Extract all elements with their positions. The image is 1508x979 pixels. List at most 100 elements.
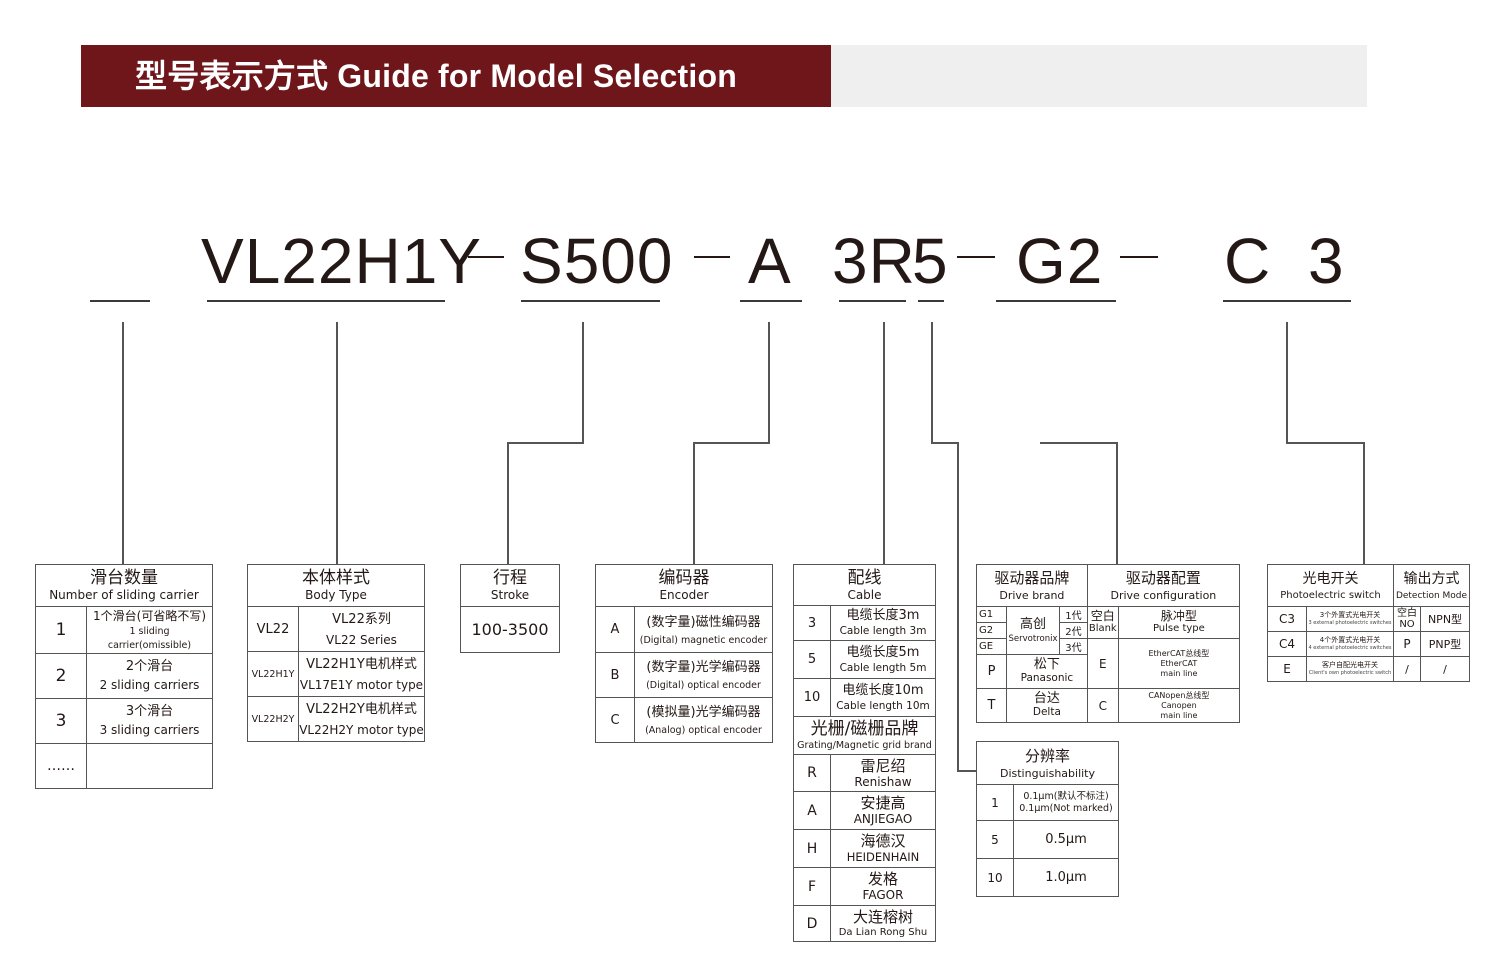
detection-mode-header: 输出方式 Detection Mode (1393, 564, 1470, 607)
row-value: 1.0μm (1013, 858, 1119, 897)
connector-resolution (957, 442, 959, 771)
table-row: D 大连榕树 Da Lian Rong Shu (793, 905, 936, 942)
connector-drive (1040, 442, 1117, 444)
connector-resolution (957, 770, 977, 772)
row-code-cn: 空白 (1090, 609, 1115, 623)
row-code: D (793, 905, 831, 942)
row-cn: VL22H2Y电机样式 (306, 702, 417, 717)
row-cn: CANopen总线型 (1148, 690, 1210, 700)
header-en: Drive brand (999, 589, 1065, 602)
separator-dash (957, 256, 995, 258)
table-row: C4 4个外置式光电开关 4 external photoelectric sw… (1267, 631, 1470, 657)
row-code: G1 (976, 606, 1007, 623)
row-value: PNP型 (1420, 631, 1470, 657)
row-code: A (595, 606, 635, 653)
connector-cable (883, 322, 885, 564)
connector-photo (1286, 442, 1364, 444)
slot-underline-stroke (521, 300, 660, 302)
row-en: FAGOR (862, 888, 904, 902)
row-gen: 1代 (1059, 606, 1088, 623)
table-sliding-carrier: 滑台数量 Number of sliding carrier 1 1个滑台(可省… (35, 564, 213, 789)
separator-dash (468, 256, 504, 258)
table-row: P 松下 Panasonic (976, 654, 1240, 689)
row-en: Pulse type (1152, 623, 1205, 634)
row-en: 3 external photoelectric switches (1308, 620, 1392, 626)
connector-photo (1286, 322, 1288, 443)
header-en: Drive configuration (1110, 589, 1217, 602)
table-row: 10 电缆长度10m Cable length 10m (793, 678, 936, 717)
row-en: Cable length 10m (836, 699, 930, 712)
table-row: 3 电缆长度3m Cable length 3m (793, 605, 936, 641)
connector-resolution (931, 322, 933, 443)
row-en: Client's own photoelectric switch (1308, 670, 1392, 676)
table-row: 3 3个滑台 3 sliding carriers (35, 698, 213, 744)
row-code-en: Blank (1088, 623, 1117, 634)
code-drive: G2 (1016, 225, 1104, 297)
row-cn: EtherCAT总线型 (1148, 648, 1210, 658)
row-en: 4 external photoelectric switches (1308, 645, 1392, 651)
table-cable: 配线 Cable 3 电缆长度3m Cable length 3m 5 电缆长度… (793, 564, 936, 942)
row-en: 2 sliding carriers (99, 678, 200, 692)
connector-encoder (768, 322, 770, 443)
row-code: 5 (793, 640, 831, 679)
slot-underline-cable (839, 300, 906, 302)
row-code: …… (35, 743, 87, 789)
connector-photo (1363, 442, 1365, 564)
table-row: T 台达 Delta C CANopen总线型 Canopen main lin… (976, 688, 1241, 723)
row-code: 2 (35, 653, 87, 699)
slot-underline-drive (996, 300, 1116, 302)
header-en: Cable (847, 587, 882, 602)
table-header: 行程 Stroke (460, 564, 560, 607)
connector-drive (1116, 442, 1118, 564)
table-header: 配线 Cable (793, 564, 936, 606)
table-body-type: 本体样式 Body Type VL22 VL22系列 VL22 Series V… (247, 564, 425, 742)
brand-cell: 松下 Panasonic (1006, 654, 1088, 689)
row-cn: 雷尼绍 (860, 756, 906, 775)
header-cn: 行程 (493, 568, 527, 588)
row-cn: 发格 (867, 870, 898, 888)
drive-config-header: 驱动器配置 Drive configuration (1086, 564, 1241, 607)
row-en: Delta (1032, 706, 1061, 718)
config-desc-cell: CANopen总线型 Canopen main line (1117, 688, 1241, 723)
table-row: 10 1.0μm (976, 858, 1119, 897)
row-cn: 0.1μm(默认不标注) (1023, 790, 1109, 802)
row-en: (Analog) optical encoder (645, 725, 762, 736)
table-row: F 发格 FAGOR (793, 867, 936, 906)
table-row: R 雷尼绍 Renishaw (793, 754, 936, 792)
row-cn: 海德汉 (860, 832, 906, 850)
row-cn: 电缆长度10m (842, 682, 924, 698)
header-cn: 光栅/磁栅品牌 (810, 719, 919, 739)
table-row: H 海德汉 HEIDENHAIN (793, 829, 936, 868)
page-title: 型号表示方式 Guide for Model Selection (135, 58, 737, 94)
connector-stroke (507, 442, 584, 444)
row-cn: 安捷高 (860, 794, 906, 812)
row-cn (86, 743, 213, 789)
row-en: Da Lian Rong Shu (838, 926, 928, 938)
row-en: EtherCAT (1160, 658, 1198, 668)
table-row: C3 3个外置式光电开关 3 external photoelectric sw… (1267, 606, 1470, 632)
row-code: B (595, 652, 635, 698)
row-en: VL22 Series (326, 633, 397, 647)
table-encoder: 编码器 Encoder A (数字量)磁性编码器 (Digital) magne… (595, 564, 773, 743)
table-row: G1 高创 Servotronix 1代 空白 Blank 脉冲型 Pulse … (976, 606, 1241, 655)
table-row: E 客户自配光电开关 Client's own photoelectric sw… (1267, 656, 1470, 682)
row-cn: VL22系列 (332, 612, 391, 627)
row-en: VL17E1Y motor type (299, 678, 424, 692)
servotronix-cell: 高创 Servotronix (1006, 606, 1060, 655)
table-row: 1 1个滑台(可省略不写) 1 sliding carrier(omissibl… (35, 606, 213, 654)
row-en: main line (1160, 710, 1198, 720)
row-cn: 3个外置式光电开关 (1319, 611, 1381, 619)
header-cn: 输出方式 (1403, 570, 1460, 587)
header-band (81, 45, 831, 107)
row-code: GE (976, 638, 1007, 655)
row-cn: 大连榕树 (852, 907, 913, 926)
header-band-extension (831, 45, 1367, 107)
row-en: Cable length 3m (839, 625, 927, 637)
connector-encoder (693, 442, 770, 444)
stroke-range: 100-3500 (460, 606, 560, 653)
row-en: Cable length 5m (839, 661, 927, 674)
row-code: R (793, 754, 831, 792)
table-row: 5 电缆长度5m Cable length 5m (793, 640, 936, 679)
table-row: G2 2代 (976, 622, 1240, 639)
slot-underline-carrier (90, 300, 150, 302)
